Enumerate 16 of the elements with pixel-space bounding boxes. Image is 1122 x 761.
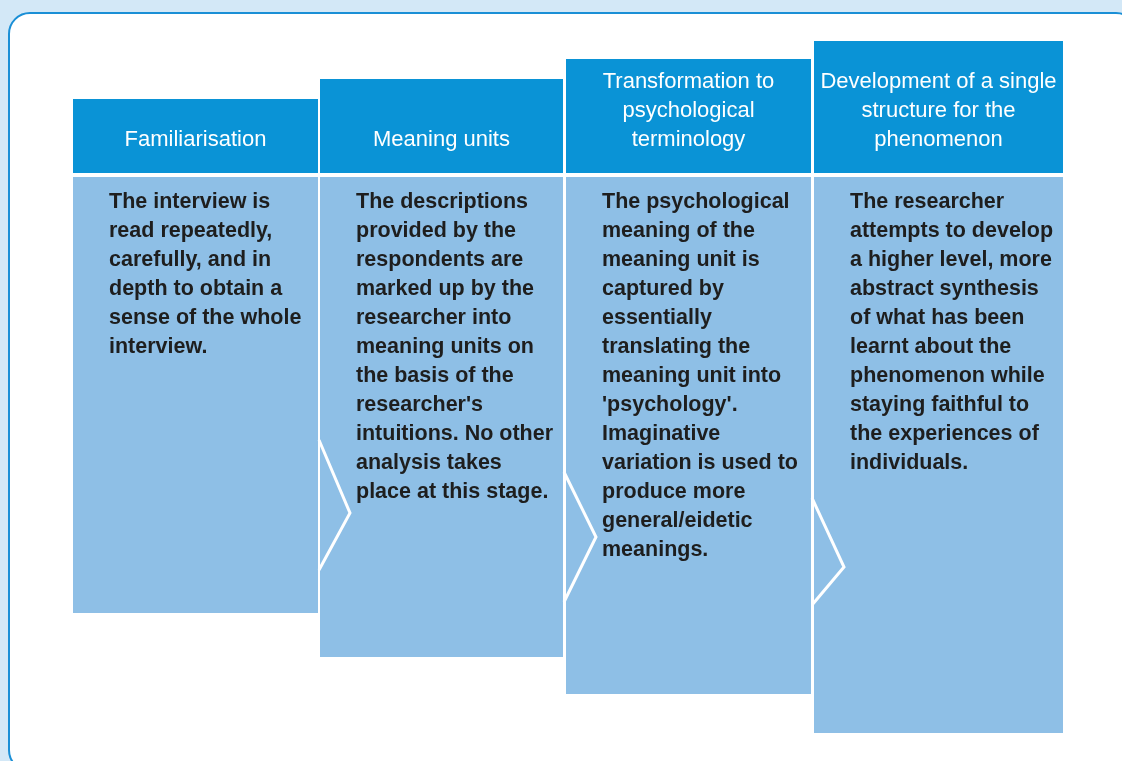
stage-description-box	[566, 177, 811, 694]
stage-description: The researcher attempts to develop a higher level, more abstract synthesis of what has been learnt about the phenomenon while staying faithful to the experiences of individuals.	[850, 188, 1055, 476]
stage-header	[814, 41, 1063, 173]
stage-title: Development of a single structure for the phenomenon	[820, 67, 1057, 153]
stage-description: The descriptions provided by the respondents are marked up by the researcher into meaning units on the basis of the researcher's intuitions. No other analysis takes place at this stage.	[356, 188, 555, 505]
stage-header	[320, 79, 563, 173]
stage-description: The interview is read repeatedly, carefully, and in depth to obtain a sense of the whole interview.	[109, 188, 303, 360]
stage-description: The psychological meaning of the meaning unit is captured by essentially translating the meaning unit into 'psychology'. Imaginative variation is used to produce more general/eidetic meanings.	[602, 188, 799, 563]
stage-header	[73, 99, 318, 173]
stage-header	[566, 59, 811, 173]
stage-title: Familiarisation	[124, 125, 267, 153]
stage-title: Transformation to psychological terminology	[601, 67, 776, 153]
stage-description-box	[73, 177, 318, 613]
stage-description-box	[814, 177, 1063, 733]
stage-description-box	[320, 177, 563, 657]
stage-title: Meaning units	[373, 125, 510, 153]
